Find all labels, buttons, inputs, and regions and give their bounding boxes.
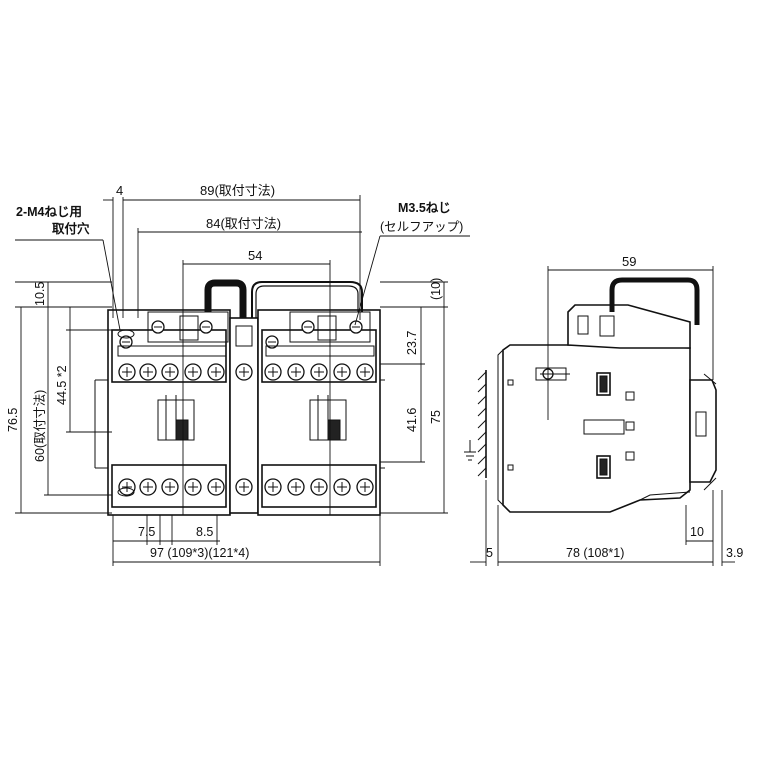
left-upper-terminal-row: [118, 363, 225, 381]
dim-top-54: 54: [248, 248, 262, 263]
dim-top-84: 84(取付寸法): [206, 216, 281, 231]
front-dimension-labels: 4 89(取付寸法) 84(取付寸法) 54 2-M4ねじ用 取付穴 M3.5ね…: [6, 183, 463, 560]
dim-side-bottom-3-9: 3.9: [726, 546, 743, 560]
dim-bottom-8-5: 8.5: [196, 525, 213, 539]
label-terminal-screw-1: M3.5ねじ: [398, 201, 451, 215]
dim-bottom-97: 97 (109*3)(121*4): [150, 546, 249, 560]
mounting-holes: [117, 329, 135, 497]
front-dimension-lines: [15, 195, 470, 566]
dim-side-bottom-78: 78 (108*1): [566, 546, 624, 560]
label-mount-screw-2: 取付穴: [52, 221, 90, 236]
interlock-wires: [204, 279, 363, 318]
dim-right-10: (10): [429, 278, 443, 300]
left-lower-terminal-row: [118, 478, 225, 496]
side-view: 59 5 78 (108*1) 10 3.9: [464, 254, 743, 566]
dim-left-10-5: 10.5: [33, 282, 47, 306]
dim-side-bottom-5: 5: [486, 546, 493, 560]
dim-left-76-5: 76.5: [6, 408, 20, 432]
side-dimension-lines: [470, 266, 735, 566]
side-dimension-labels: 59 5 78 (108*1) 10 3.9: [486, 254, 743, 560]
left-top-screw-row: [119, 320, 213, 349]
interlock-module: [229, 317, 259, 514]
dim-right-41-6: 41.6: [405, 408, 419, 432]
label-terminal-screw-2: (セルフアップ): [380, 220, 463, 234]
dim-right-75: 75: [429, 410, 443, 424]
contactor-side-body: [497, 277, 717, 513]
dim-left-44-5: 44.5 *2: [55, 365, 69, 405]
dim-left-60: 60(取付寸法): [33, 390, 47, 462]
mounting-surface: [464, 370, 487, 478]
dim-top-4: 4: [116, 183, 123, 198]
right-contactor: [257, 309, 381, 516]
dim-right-23-7: 23.7: [405, 331, 419, 355]
dim-bottom-7-5: 7.5: [138, 525, 155, 539]
dim-side-top-59: 59: [622, 254, 636, 269]
dim-side-bottom-10: 10: [690, 525, 704, 539]
left-contactor: [107, 309, 231, 516]
right-lower-terminal-row: [264, 478, 374, 496]
dim-top-89: 89(取付寸法): [200, 183, 275, 198]
front-view: 4 89(取付寸法) 84(取付寸法) 54 2-M4ねじ用 取付穴 M3.5ね…: [6, 183, 470, 566]
right-upper-terminal-row: [264, 363, 374, 381]
label-mount-screw-1: 2-M4ねじ用: [16, 205, 82, 219]
